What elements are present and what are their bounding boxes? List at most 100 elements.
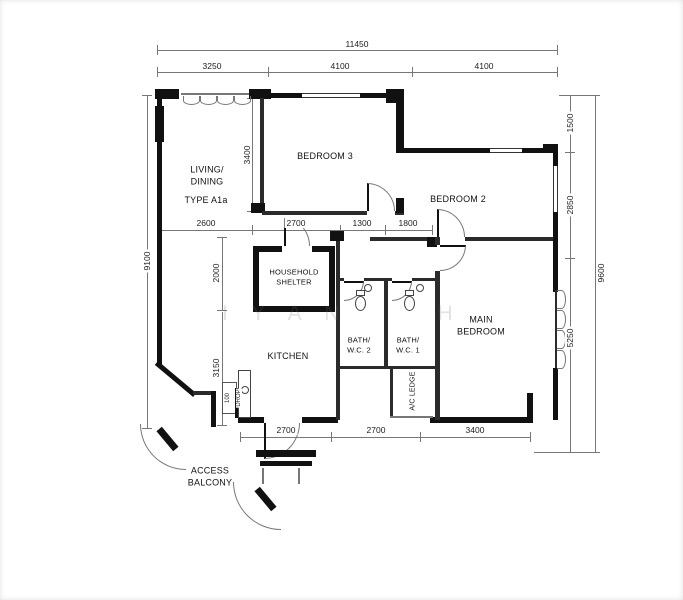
dimension-tick — [385, 225, 386, 235]
wall — [364, 278, 392, 281]
wall — [555, 290, 557, 370]
wall — [193, 391, 215, 395]
extension-line — [534, 452, 593, 453]
wall-column — [396, 198, 404, 213]
wall — [340, 366, 435, 369]
wall — [302, 417, 338, 423]
door-arc-bedroom2 — [437, 209, 465, 237]
entrance-step — [256, 450, 316, 457]
dimension-tick — [217, 237, 227, 238]
room-label-kitchen: KITCHEN — [267, 351, 309, 362]
window-arc — [557, 350, 566, 369]
dim-bottom-seg-1: 2700 — [274, 425, 298, 435]
window-arc — [183, 96, 200, 105]
watermark: I Y A N H — [222, 302, 462, 325]
dimension-tick — [240, 432, 241, 442]
wall — [553, 237, 558, 292]
wall — [398, 148, 558, 153]
dimension-line — [157, 50, 557, 51]
wall-column — [527, 393, 533, 420]
window — [302, 93, 360, 98]
dim-right-seg-1: 1500 — [565, 111, 575, 135]
dimension-tick — [412, 67, 413, 77]
room-label-main-bedroom: MAIN BEDROOM — [457, 314, 505, 336]
toilet-tank-icon — [356, 290, 365, 296]
dim-overall-width: 11450 — [343, 39, 371, 49]
wall — [396, 93, 404, 153]
dim-top-seg-2: 4100 — [328, 61, 352, 71]
wall — [370, 237, 435, 241]
wall — [390, 416, 433, 418]
wall-column — [249, 89, 271, 99]
dimension-tick — [268, 67, 269, 77]
dim-left-height: 9100 — [142, 249, 152, 273]
room-label-bedroom3: BEDROOM 3 — [297, 151, 353, 162]
window-arc — [217, 96, 234, 105]
dim-inner-left-upper: 2000 — [211, 261, 221, 285]
dim-right-seg-2: 2850 — [565, 193, 575, 217]
dimension-tick — [340, 225, 341, 235]
wall — [262, 211, 367, 215]
wall — [390, 368, 393, 418]
dimension-tick — [557, 45, 558, 55]
extension-line — [559, 95, 593, 96]
door-arc-main-bedroom — [440, 245, 466, 271]
dimension-tick — [565, 258, 575, 259]
dimension-line — [252, 98, 253, 211]
dimension-tick — [157, 45, 158, 55]
dimension-tick — [530, 432, 531, 442]
wall — [435, 271, 440, 420]
shelter-door-gap — [282, 246, 312, 252]
window-arc — [234, 96, 251, 105]
wall — [553, 368, 558, 420]
room-label-type: TYPE A1a — [184, 195, 228, 206]
wall — [211, 391, 216, 427]
dimension-tick — [590, 95, 600, 96]
dimension-line — [222, 312, 223, 425]
dimension-tick — [217, 425, 227, 426]
room-label-bath2: BATH/ W.C. 2 — [347, 335, 371, 354]
dimension-tick — [420, 432, 421, 442]
wall — [465, 237, 553, 241]
dimension-tick — [217, 310, 227, 311]
dimension-line — [222, 237, 223, 310]
dim-top-seg-1: 3250 — [200, 61, 224, 71]
wall — [238, 417, 264, 423]
wall — [395, 211, 404, 215]
dimension-tick — [331, 432, 332, 442]
wall-column — [155, 106, 164, 142]
kitchen-sink-icon — [241, 386, 249, 394]
wall-column — [543, 144, 558, 153]
toilet-tank-icon — [405, 290, 414, 296]
window-sill — [181, 93, 253, 95]
wall — [260, 98, 264, 213]
drop-value: 100 — [225, 391, 231, 405]
window — [490, 148, 522, 153]
dimension-line — [570, 95, 571, 452]
dim-bottom-seg-2: 2700 — [364, 425, 388, 435]
wall — [412, 278, 438, 281]
door-arc-bedroom3 — [367, 183, 395, 211]
dimension-line — [595, 95, 596, 452]
room-label-living-dining: LIVING/ DINING — [190, 164, 224, 186]
wall-column — [155, 89, 179, 99]
sink-icon — [416, 284, 424, 292]
room-label-ac-ledge: A/C LEDGE — [409, 371, 417, 411]
dimension-line — [240, 437, 530, 438]
balcony-rail — [262, 468, 264, 484]
wall-column — [330, 231, 344, 241]
dim-right-height: 9600 — [596, 261, 606, 285]
dim-bedroom3-depth: 3400 — [242, 143, 252, 167]
dim-mid-seg-1: 2600 — [194, 218, 218, 228]
wall — [336, 237, 340, 420]
wall-column — [251, 203, 265, 213]
toilet-icon — [404, 296, 415, 311]
wall — [384, 278, 388, 368]
dim-mid-seg-2: 2700 — [284, 218, 308, 228]
room-label-household-shelter: HOUSEHOLD SHELTER — [269, 267, 319, 286]
wall — [336, 278, 344, 281]
window — [553, 166, 558, 212]
room-label-bath1: BATH/ W.C. 1 — [396, 335, 420, 354]
wall — [435, 237, 440, 245]
